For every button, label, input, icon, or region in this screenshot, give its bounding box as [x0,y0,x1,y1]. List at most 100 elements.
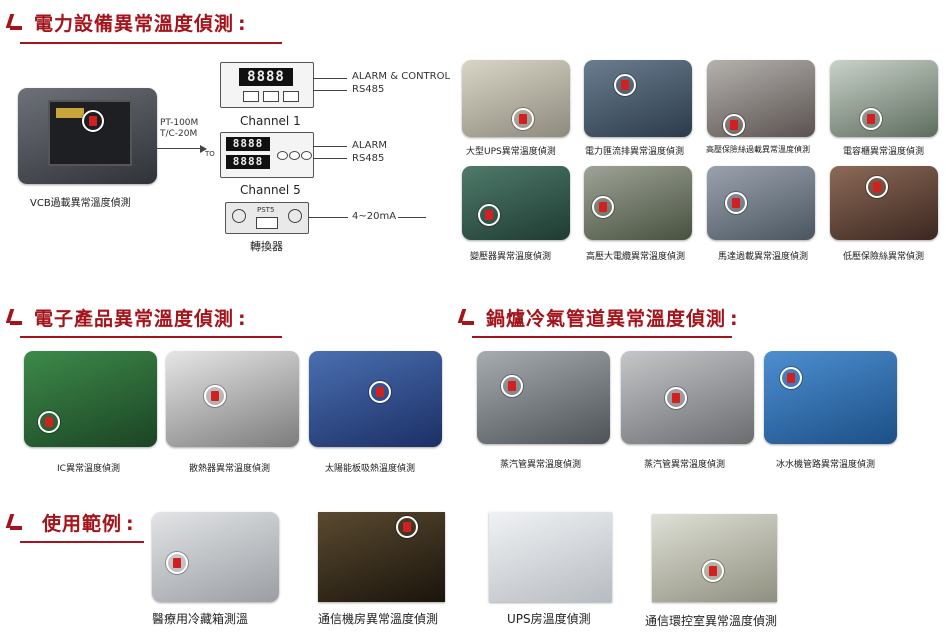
down-button-icon [283,91,299,102]
sensor-marker-icon [478,204,500,226]
screw-icon [232,209,246,223]
sensor-marker-icon [866,176,888,198]
power-photo-hv-cable [584,166,692,240]
sensor-marker-icon [780,367,802,389]
section-marker-icon [8,514,22,536]
meter-display-bottom: 8888 [226,155,270,169]
photo-caption: UPS房溫度偵測 [507,612,591,626]
photo-caption: 電容櫃異常溫度偵測 [843,147,925,157]
connection-line [313,146,347,147]
connection-line [313,158,347,159]
photo-caption: 馬達過載異常溫度偵測 [718,252,809,262]
rs485-label: RS485 [352,153,385,164]
photo-caption: 高壓保險絲過載異常溫度偵測 [706,145,810,154]
vcb-photo [18,88,157,184]
channel-5-label: Channel 5 [240,183,301,197]
sensor-marker-icon [860,108,882,130]
connection-line [313,78,347,79]
connection-line [308,217,348,218]
sensor-marker-icon [38,411,60,433]
sensor-marker-icon [512,108,534,130]
power-photo-motor [707,166,815,240]
power-photo-hv-fuse [707,60,815,137]
photo-caption: 蒸汽管異常溫度偵測 [644,460,726,470]
sensor-marker-icon [166,552,188,574]
boiler-photo-chiller [764,351,897,444]
connection-line [398,217,426,218]
sensor-marker-icon [501,375,523,397]
connection-line [313,90,347,91]
power-photo-ups [462,60,570,137]
channel-5-meter: 8888 8888 [220,132,314,178]
connection-line [157,148,203,149]
electronics-photo-heatsink [166,351,299,447]
sensor-marker-icon [369,381,391,403]
sensor-marker-icon [725,192,747,214]
meter-button-icon [301,151,312,160]
section-underline [20,541,144,543]
boiler-photo-steam-boiler [621,351,754,444]
alarm-label: ALARM [352,140,388,151]
to-label: TO [205,150,215,158]
sensor-marker-icon [396,516,418,538]
meter-button-icon [289,151,300,160]
photo-caption: 太陽能板吸熱溫度偵測 [325,464,416,474]
converter-window-icon [256,217,278,229]
section-title-usage: 使用範例: [42,513,135,535]
photo-caption: 變壓器異常溫度偵測 [470,252,552,262]
section-marker-icon [8,309,22,331]
vcb-caption: VCB過載異常溫度偵測 [30,198,131,209]
photo-caption: 散熱器異常溫度偵測 [189,464,271,474]
photo-caption: 醫療用冷藏箱測溫 [152,612,249,626]
power-photo-lv-fuse [830,166,938,240]
photo-caption: 大型UPS異常溫度偵測 [466,147,556,157]
screw-icon [288,209,302,223]
rs485-label: RS485 [352,84,385,95]
section-underline [20,42,282,44]
sensor-marker-icon [614,74,636,96]
section-underline [20,336,282,338]
photo-caption: 蒸汽管異常溫度偵測 [500,460,582,470]
usage-photo-medical-fridge [152,512,279,602]
converter-device: PST5 [225,202,309,234]
section-title-electronics: 電子產品異常溫度偵測: [34,308,247,330]
channel-1-label: Channel 1 [240,114,301,128]
sensor-marker-icon [665,387,687,409]
current-output-label: 4~20mA [352,211,397,222]
photo-caption: 低壓保險絲異常偵測 [843,252,925,262]
photo-caption: IC異常溫度偵測 [57,464,120,474]
electronics-photo-ic [24,351,157,447]
section-title-boiler: 鍋爐冷氣管道異常溫度偵測: [486,308,739,330]
usage-photo-server-room [318,512,445,602]
photo-caption: 高壓大電纜異常溫度偵測 [586,252,686,262]
alarm-control-label: ALARM & CONTROL [352,71,451,82]
sensor-marker-icon [82,110,104,132]
channel-1-meter: 8888 [220,62,314,108]
up-button-icon [263,91,279,102]
power-photo-capacitor [830,60,938,137]
usage-photo-ups-room [489,512,612,602]
sensor-marker-icon [723,114,745,136]
usage-photo-control-room [652,514,777,602]
pt100-label: PT-100M [160,118,199,128]
photo-caption: 電力匯流排異常溫度偵測 [585,147,685,157]
sensor-marker-icon [592,196,614,218]
power-photo-busbar [584,60,692,137]
meter-display-top: 8888 [226,137,270,151]
boiler-photo-steam-pipe [477,351,610,444]
tc20-label: T/C-20M [160,129,198,139]
section-marker-icon [460,309,474,331]
sensor-marker-icon [204,385,226,407]
section-marker-icon [8,14,22,36]
section-title-power: 電力設備異常溫度偵測: [34,13,247,35]
section-underline [472,336,732,338]
photo-caption: 通信環控室異常溫度偵測 [645,614,778,628]
set-button-icon [243,91,259,102]
meter-button-icon [277,151,288,160]
arrow-right-icon [200,145,207,153]
meter-display: 8888 [239,68,293,86]
power-photo-transformer [462,166,570,240]
electronics-photo-solar [309,351,442,447]
photo-caption: 冰水機管路異常溫度偵測 [776,460,876,470]
photo-caption: 通信機房異常溫度偵測 [318,612,439,626]
